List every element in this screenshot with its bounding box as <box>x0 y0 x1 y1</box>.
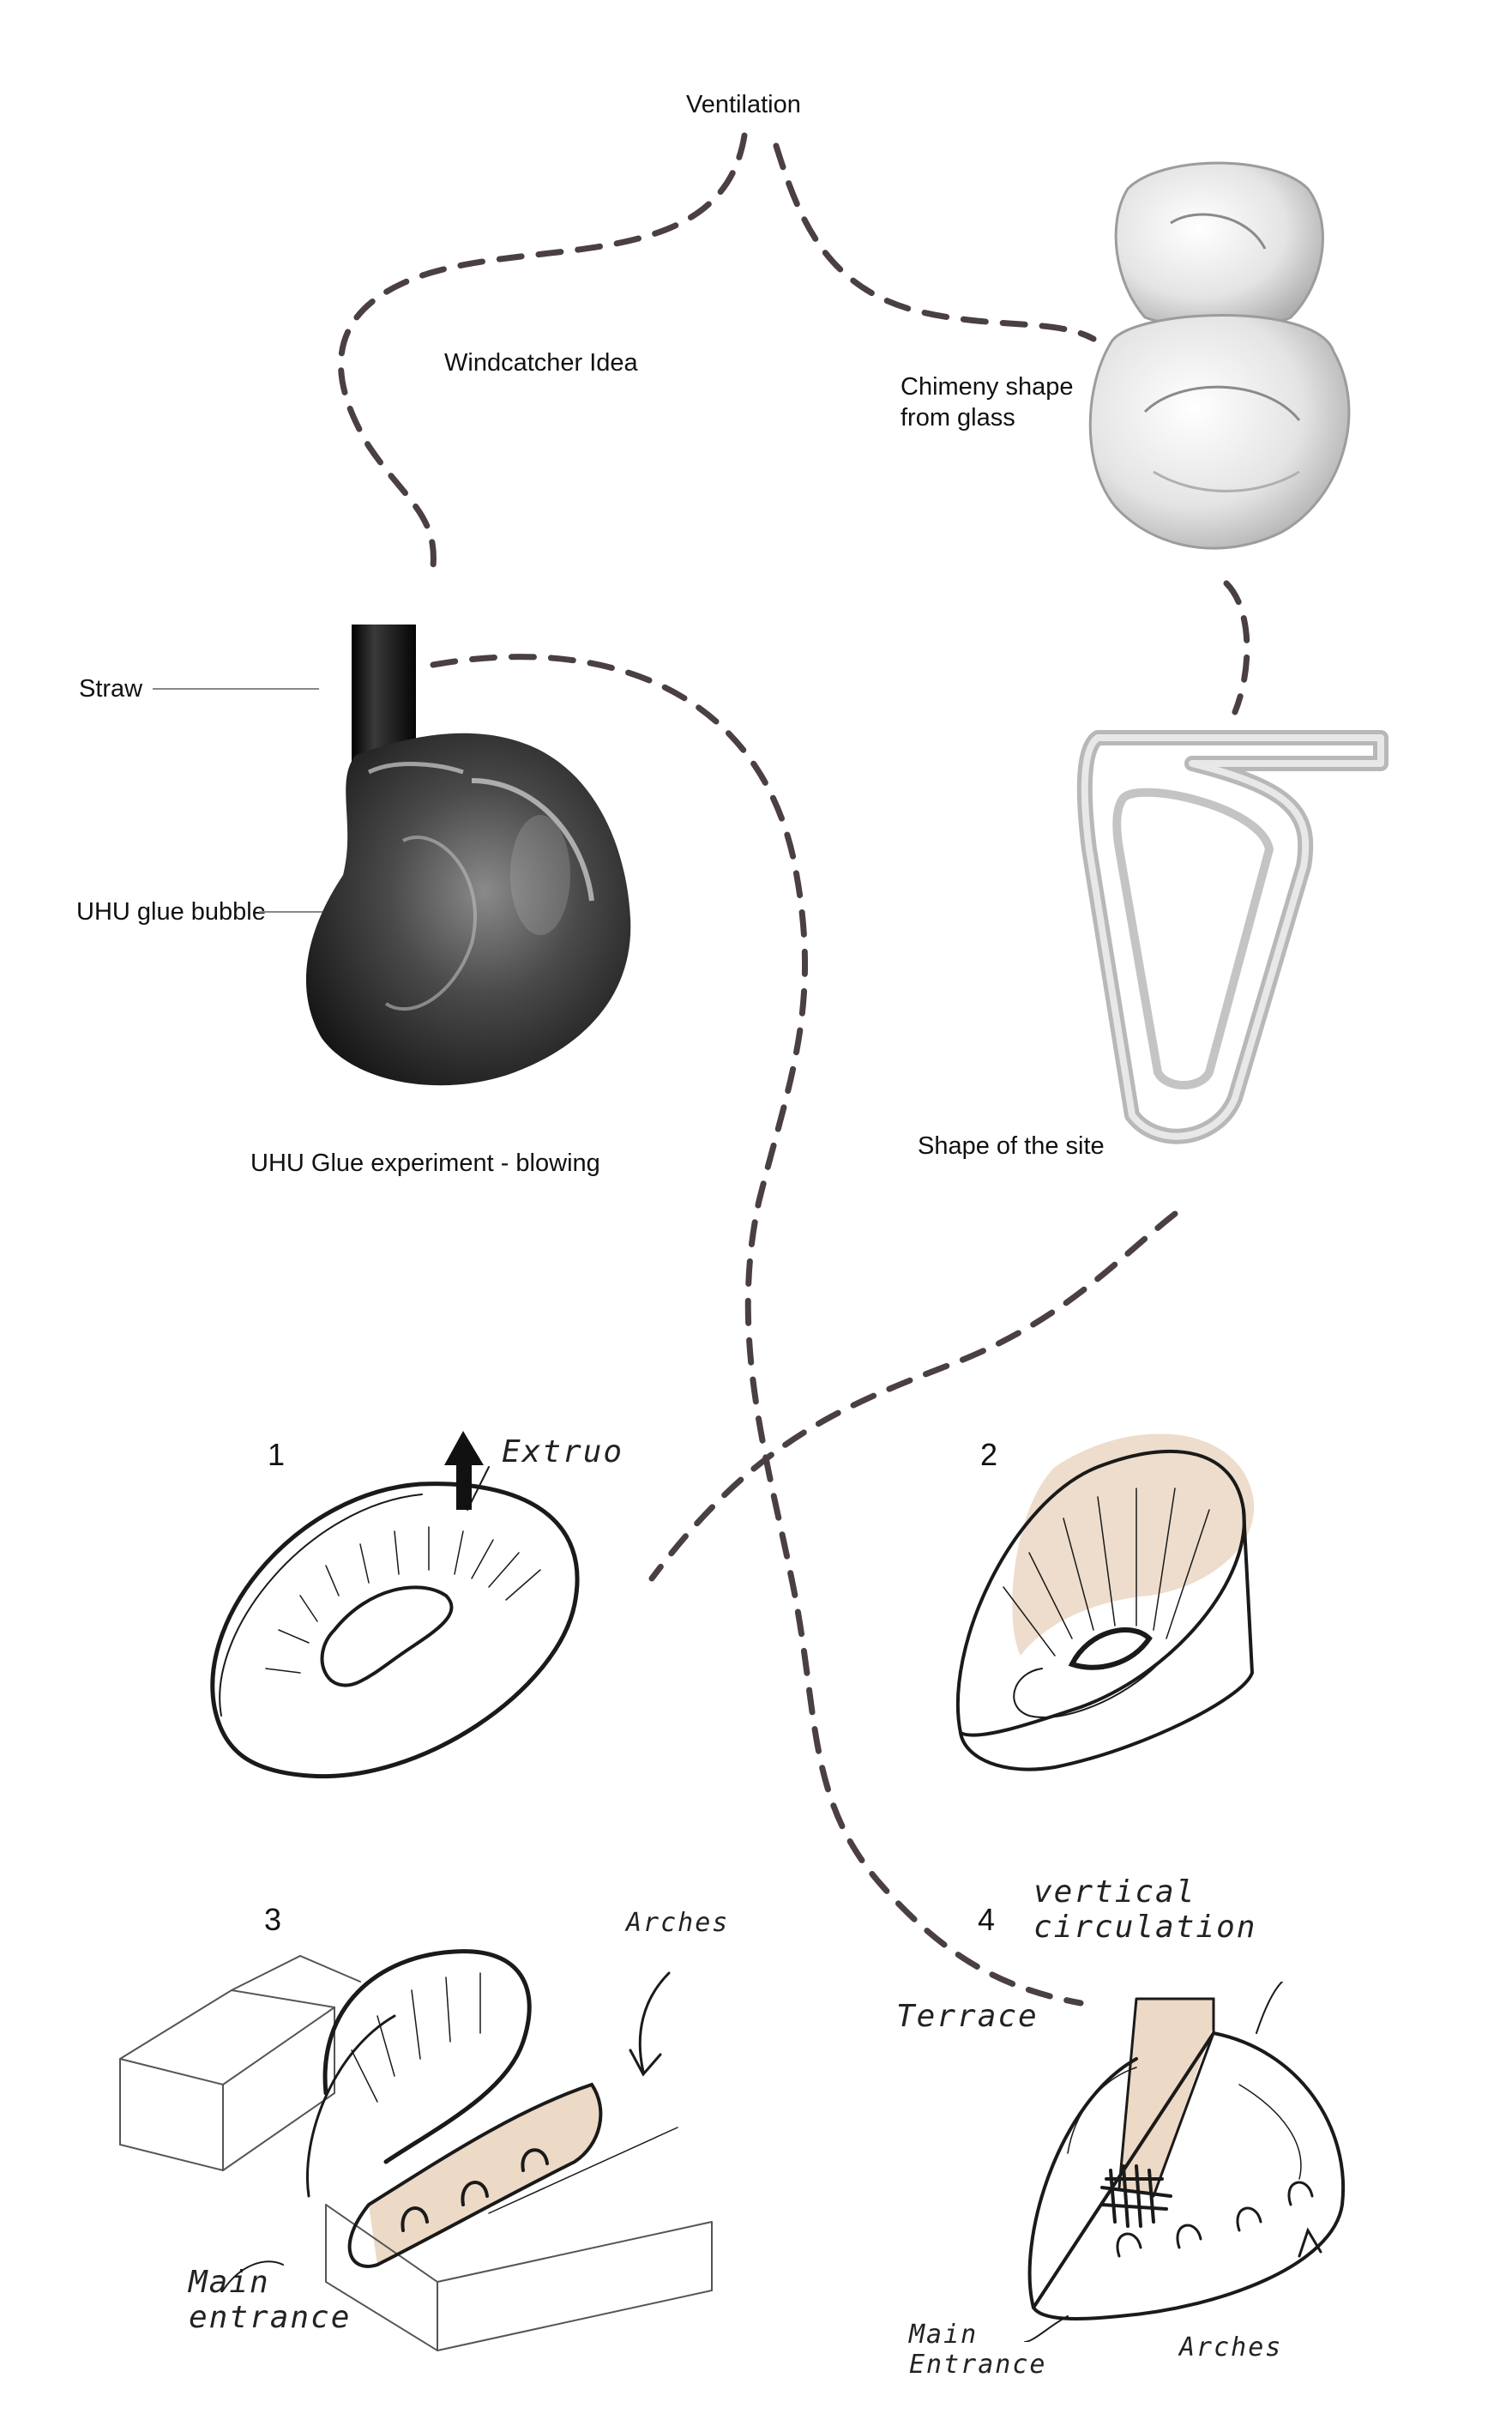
path-straw-to-step4 <box>430 654 1084 2007</box>
glass-site-photo <box>1076 730 1389 1144</box>
step-4-arches-note: Arches <box>1179 2332 1283 2363</box>
windcatcher-idea-label: Windcatcher Idea <box>444 349 638 377</box>
step-1-extrude-note: Extruo <box>502 1434 624 1470</box>
step-4-number: 4 <box>978 1902 996 1937</box>
sketch-4-final <box>1024 1982 1346 2342</box>
path-site-to-step1 <box>648 1210 1178 1582</box>
step-1-number: 1 <box>268 1437 286 1472</box>
glue-bubble-label: UHU glue bubble <box>76 898 266 926</box>
sketch-1-extrusion <box>210 1431 580 1779</box>
sketch-3-context <box>119 1949 713 2351</box>
straw-label: Straw <box>79 675 143 703</box>
glass-chimney-photo <box>1088 161 1351 550</box>
sketch-2-carving <box>955 1433 1255 1771</box>
step-3-number: 3 <box>264 1902 282 1937</box>
step-3-entrance-note: Main entrance <box>189 2265 352 2336</box>
step-4-circulation-note: vertical circulation <box>1033 1874 1257 1946</box>
glue-bubble-photo <box>305 625 631 1086</box>
site-shape-label: Shape of the site <box>918 1132 1105 1160</box>
path-ventilation-to-chimney <box>773 142 1097 342</box>
step-2-number: 2 <box>980 1437 998 1472</box>
step-4-entrance-note: Main Entrance <box>909 2320 1047 2380</box>
bubble-shape <box>305 733 631 1086</box>
chimney-shape-label: Chimeny shape from glass <box>901 373 1074 432</box>
path-chimney-to-site <box>1223 580 1250 715</box>
ventilation-label: Ventilation <box>686 91 801 118</box>
glue-experiment-caption: UHU Glue experiment - blowing <box>250 1150 600 1177</box>
path-ventilation-to-windcatcher <box>338 132 748 570</box>
step-4-terrace-note: Terrace <box>896 1999 1039 2034</box>
step-3-arches-note: Arches <box>626 1908 730 1938</box>
